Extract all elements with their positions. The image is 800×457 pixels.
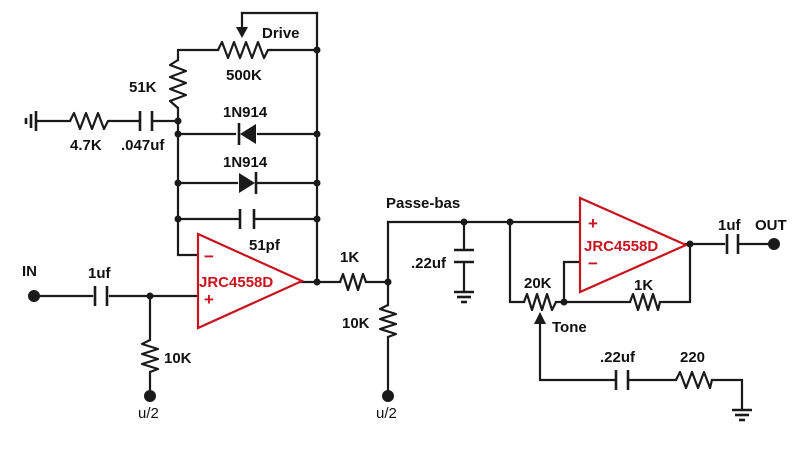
label-10k-in: 10K	[164, 350, 192, 367]
label-c22-lp: .22uf	[411, 255, 447, 272]
resistor-220	[675, 370, 714, 390]
capacitors	[93, 111, 740, 390]
junctions	[146, 46, 694, 306]
wires	[33, 11, 774, 410]
ground-lp-icon	[454, 290, 474, 304]
label-10k-lp: 10K	[342, 315, 370, 332]
label-out: OUT	[755, 217, 787, 234]
opamp-u2-plus: +	[588, 214, 598, 233]
terminal-in	[28, 290, 40, 302]
resistors	[69, 27, 714, 390]
wire-fb2	[658, 242, 692, 304]
label-220: 220	[680, 349, 705, 366]
label-c047: .047uf	[121, 137, 165, 154]
label-d1: 1N914	[223, 104, 268, 121]
wire-tone-left	[508, 220, 526, 304]
resistor-tone-pot	[522, 292, 557, 312]
label-drive: Drive	[262, 25, 300, 42]
ground-tone-icon	[732, 408, 752, 422]
terminal-vref-mid	[382, 390, 394, 402]
label-tone: Tone	[552, 319, 587, 336]
label-500k: 500K	[226, 67, 262, 84]
wire-51k-top	[176, 48, 220, 62]
label-1k-fb: 1K	[634, 277, 653, 294]
wire-220-r	[710, 378, 744, 410]
label-vref-mid: u/2	[376, 405, 397, 422]
wire-tone-down	[538, 321, 616, 382]
label-1k-lp: 1K	[340, 249, 359, 266]
opamp-u2-label: JRC4558D	[584, 238, 658, 255]
terminal-out	[768, 238, 780, 250]
resistor-4k7	[69, 111, 110, 131]
resistor-10k-in	[140, 339, 160, 374]
label-d2: 1N914	[223, 154, 268, 171]
label-c22-tone: .22uf	[600, 349, 636, 366]
resistor-drive-pot	[217, 40, 272, 60]
resistor-1k-lp	[338, 272, 368, 292]
drive-wiper-arrow	[236, 27, 248, 38]
wire-fb-left	[176, 119, 200, 257]
opamp-u2: + − JRC4558D	[578, 196, 689, 294]
resistor-10k-lp	[378, 304, 398, 339]
label-20k: 20K	[524, 275, 552, 292]
diode-d1	[240, 124, 256, 144]
label-vref-left: u/2	[138, 405, 159, 422]
opamp-u2-body	[578, 196, 689, 294]
opamp-u1: − + JRC4558D	[196, 232, 305, 330]
grounds	[24, 111, 752, 422]
opamp-u1-minus: −	[204, 247, 214, 266]
label-in: IN	[22, 263, 37, 280]
terminal-vref-left	[144, 390, 156, 402]
terminals	[28, 238, 780, 402]
opamp-u1-body	[196, 232, 305, 330]
opamp-u1-label: JRC4558D	[199, 274, 273, 291]
label-51pf: 51pf	[249, 237, 281, 254]
resistor-1k-fb	[628, 292, 662, 312]
opamp-u2-minus: −	[588, 254, 598, 273]
opamp-u1-plus: +	[204, 290, 214, 309]
label-51k: 51K	[129, 79, 157, 96]
diode-d2	[239, 173, 255, 193]
label-4k7: 4.7K	[70, 137, 102, 154]
labels: Drive 500K 51K 4.7K .047uf 1N914 1N914 5…	[22, 25, 787, 422]
label-c-out: 1uf	[718, 217, 742, 234]
label-passe-bas: Passe-bas	[386, 195, 460, 212]
diodes	[237, 123, 258, 194]
ground-left-icon	[24, 111, 38, 131]
label-c-in: 1uf	[88, 265, 112, 282]
resistor-51k	[168, 59, 188, 109]
tone-wiper-arrow	[534, 312, 546, 324]
